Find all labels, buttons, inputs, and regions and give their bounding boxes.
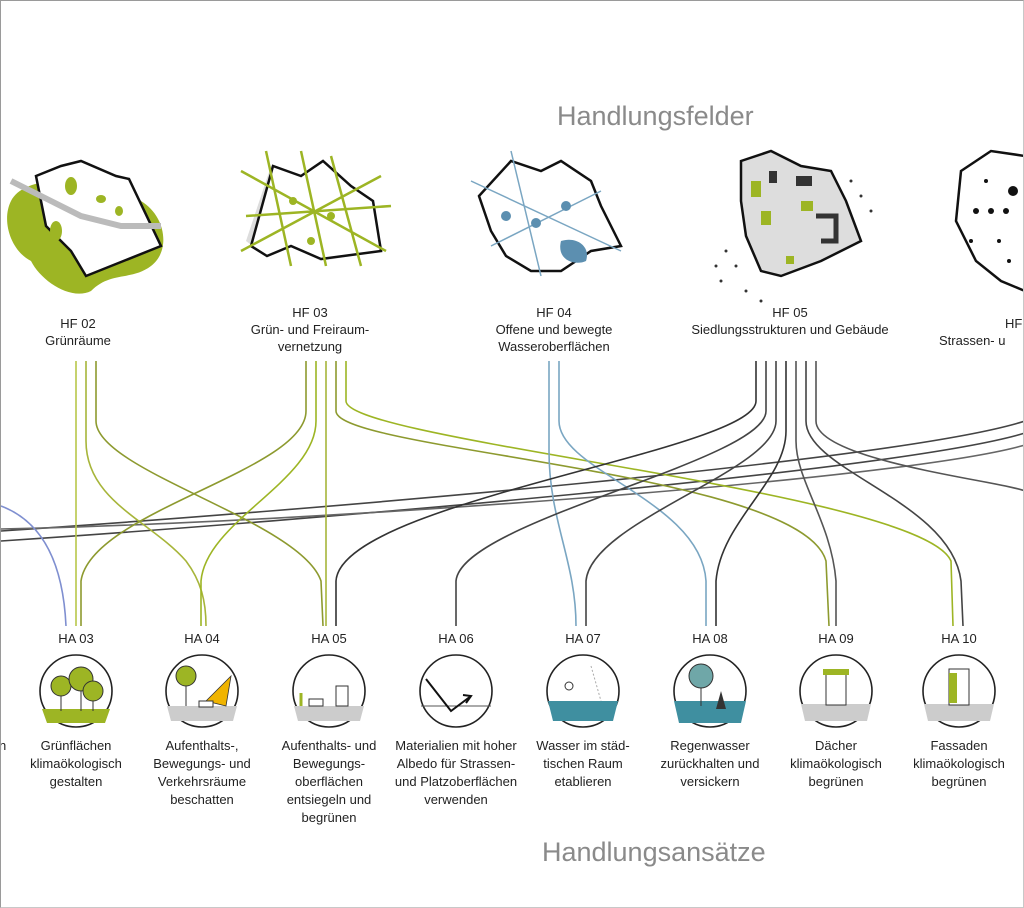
water-icon [548,665,618,721]
connection-line [200,361,317,626]
connection-line [795,361,837,626]
ha05-text: Aufenthalts- und Bewegungs-oberflächen e… [281,738,377,825]
connection-line [85,361,207,627]
hf05-map-icon [714,149,873,303]
ha06-icon [419,654,493,728]
albedo-icon [421,678,491,713]
hf03-map-icon [240,150,392,267]
hf02-map-icon [7,159,164,294]
hf06-code: HF [1005,316,1023,331]
ha06-code: HA 06 [438,631,474,646]
ha07-text: Wasser im städ-tischen Raum etablieren [536,738,630,789]
connection-line [805,361,964,627]
connection-line [1,420,1023,532]
ha03-text: Grünflächen klimaökologisch gestalten [30,738,122,789]
connection-line [1,432,1023,542]
rain-icon [674,663,746,723]
connection-line [815,361,1023,492]
hf03-code: HF 03 [292,305,328,320]
hf04-code: HF 04 [536,305,572,320]
connection-line [335,361,830,627]
connection-line [585,361,777,626]
ha07-code: HA 07 [565,631,601,646]
tram-icon [294,685,364,721]
connection-line [80,361,307,626]
hf02-name: Grünräume [45,333,111,348]
connection-line [548,361,577,627]
green-roof-icon [801,669,871,721]
ha10-code: HA 10 [941,631,977,646]
ha02-text-partial: n [1,737,9,755]
ha06-text: Materialien mit hoher Albedo für Strasse… [394,738,518,807]
ha09-text: Dächer klimaökologisch begrünen [790,738,882,789]
ha08-text: Regenwasser zurückhalten und versickern [660,738,760,789]
ha09-code: HA 09 [818,631,854,646]
hf04-map-icon [470,150,623,277]
connection-line [455,361,767,626]
ha04-code: HA 04 [184,631,220,646]
connection-line [335,361,757,626]
hf05-code: HF 05 [772,305,808,320]
connection-line [1,505,67,627]
hf05-label: HF 05 Siedlungsstrukturen und Gebäude [690,304,890,338]
handlungsansaetze-title: Handlungsansätze [542,837,766,867]
connection-line [715,361,787,626]
hf02-label: HF 02 Grünräume [1,315,178,349]
hf03-label: HF 03 Grün- und Freiraum-vernetzung [220,304,400,355]
green-facade-icon [924,668,994,721]
hf06-map-icon [954,149,1023,292]
hf05-name: Siedlungsstrukturen und Gebäude [691,322,889,337]
tree-icon [42,666,110,723]
hf03-name: Grün- und Freiraum-vernetzung [250,322,370,354]
ha08-code: HA 08 [692,631,728,646]
ha04-text: Aufenthalts-, Bewegungs- und Verkehrsräu… [153,738,251,807]
hf02-code: HF 02 [60,316,96,331]
ha10-text: Fassaden klimaökologisch begrünen [913,738,1005,789]
handlungsfelder-title: Handlungsfelder [557,101,754,131]
hf06-label: HF Strassen- u [931,315,1023,349]
connection-line [558,361,707,626]
connection-line [1,444,1023,530]
hf04-name: Offene und bewegte Wasseroberflächen [495,322,613,354]
connection-line [95,361,324,627]
hf06-name: Strassen- u [939,333,1006,348]
ha05-code: HA 05 [311,631,347,646]
hf04-label: HF 04 Offene und bewegte Wasseroberfläch… [454,304,654,355]
connection-line [345,361,954,627]
shade-icon [167,665,237,721]
ha03-code: HA 03 [58,631,94,646]
